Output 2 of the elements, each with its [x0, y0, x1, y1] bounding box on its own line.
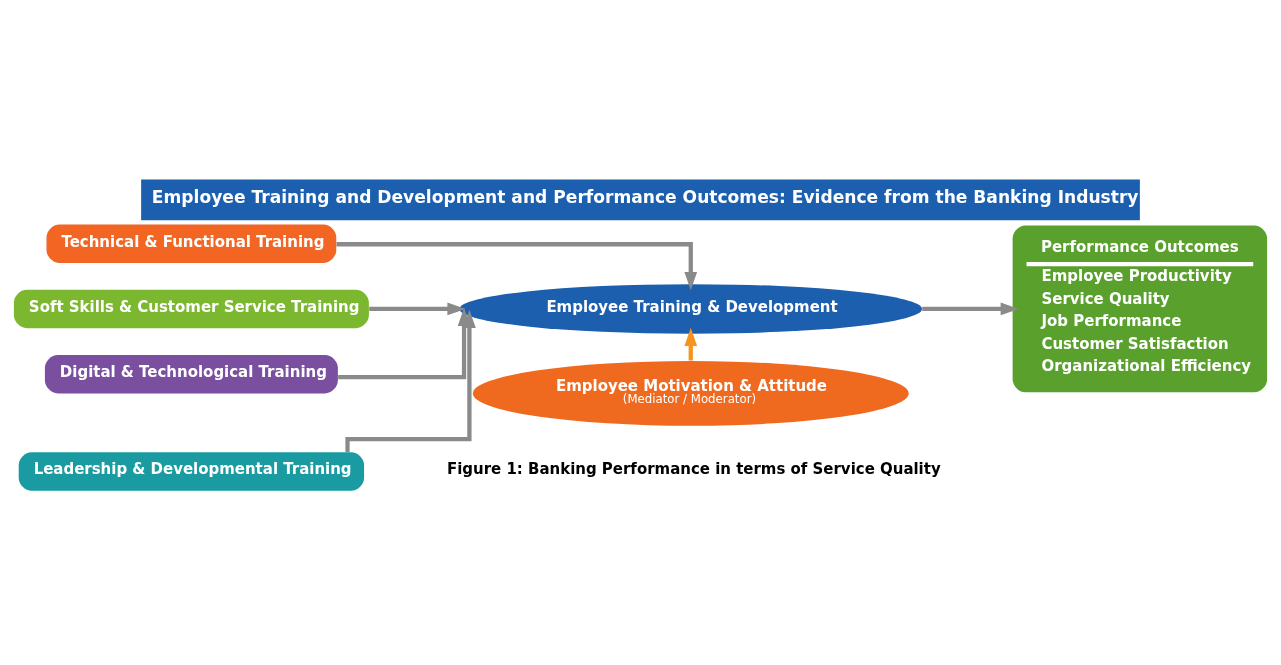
caption: Figure 1: Banking Performance in terms of Service Quality: [446, 459, 941, 478]
diagram-title: Employee Training and Development and Performance Outcomes: Evidence from the Banking Industry: [151, 186, 1139, 207]
